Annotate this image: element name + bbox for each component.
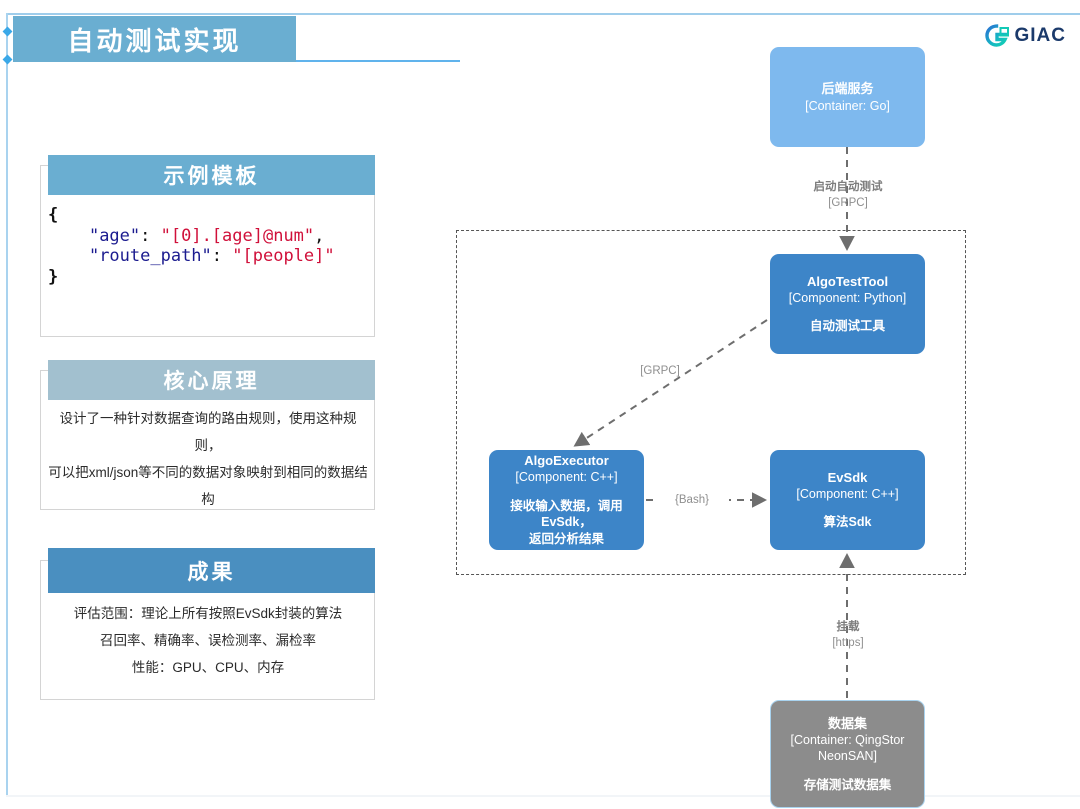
system-boundary [456, 230, 966, 575]
code-token: "age" [88, 225, 141, 246]
node-backend-service[interactable]: 后端服务 [Container: Go] [770, 47, 925, 147]
node-dataset[interactable]: 数据集 [Container: QingStor NeonSAN] 存储测试数据… [770, 700, 925, 808]
code-token: : [211, 246, 233, 267]
edge-label-tech: {Bash} [675, 494, 709, 506]
page-title: 自动测试实现 [67, 25, 242, 56]
top-rule [6, 13, 1080, 15]
edge-label-start-autotest: 启动自动测试 [GRPC] [788, 180, 908, 211]
page-title-bar: 自动测试实现 [13, 16, 296, 62]
edge-label-tech: [GRPC] [828, 196, 868, 209]
code-line: { [48, 205, 368, 226]
accent-diamond-top-icon [2, 26, 12, 37]
card-result-body: 评估范围：理论上所有按照EvSdk封装的算法召回率、精确率、误检测率、漏检率性能… [48, 600, 368, 681]
card-body-line: 性能：GPU、CPU、内存 [131, 660, 285, 675]
bottom-rule [6, 795, 1080, 797]
node-name: 数据集 [827, 715, 867, 731]
giac-logo-icon [984, 24, 1009, 47]
code-token: "[0].[age]@num" [160, 225, 315, 246]
code-token: { [48, 205, 59, 225]
edge-label-mount: 挂载 [https] [808, 620, 888, 651]
node-desc-line2: 返回分析结果 [528, 532, 604, 547]
node-name: AlgoExecutor [524, 452, 609, 468]
accent-diamond-bottom-icon [2, 54, 12, 65]
card-body-line: 设计了一种针对数据查询的路由规则，使用这种规则， [59, 411, 357, 453]
code-token [48, 226, 89, 246]
node-tech: [Component: C++] [796, 487, 899, 502]
architecture-diagram: 后端服务 [Container: Go] AlgoTestTool [Compo… [430, 20, 1080, 809]
left-rule [6, 13, 8, 797]
edge-label-text: 启动自动测试 [813, 181, 883, 193]
card-template-header: 示例模板 [48, 155, 375, 195]
brand-logo: GIAC [984, 24, 1067, 48]
node-tech: [Component: Python] [788, 291, 907, 306]
edge-label-tech: [GRPC] [640, 365, 680, 377]
code-line: "route_path": "[people]" [48, 246, 368, 267]
card-body-line: 可以把xml/json等不同的数据对象映射到相同的数据结 [48, 465, 368, 480]
edge-label-text: 挂载 [836, 621, 860, 633]
node-name: 后端服务 [821, 81, 874, 97]
code-line: } [48, 267, 368, 288]
code-sample-json: { "age": "[0].[age]@num", "route_path": … [48, 205, 368, 288]
card-principle-header: 核心原理 [48, 360, 375, 400]
node-tech: [Component: C++] [515, 470, 618, 485]
node-desc-line1: 接收输入数据，调用EvSdk， [510, 498, 623, 530]
code-line: "age": "[0].[age]@num", [48, 226, 368, 247]
code-token: , [314, 225, 325, 246]
node-name: AlgoTestTool [806, 273, 889, 289]
code-token: "[people]" [232, 246, 335, 267]
node-desc: 算法Sdk [823, 515, 872, 530]
node-algotesttool[interactable]: AlgoTestTool [Component: Python] 自动测试工具 [770, 254, 925, 354]
node-desc: 存储测试数据集 [803, 777, 892, 792]
node-desc: 接收输入数据，调用EvSdk， 返回分析结果 [495, 498, 638, 549]
brand-name: GIAC [1014, 25, 1066, 46]
code-token: } [48, 267, 59, 288]
node-desc: 自动测试工具 [809, 319, 885, 334]
card-principle-body: 设计了一种针对数据查询的路由规则，使用这种规则， 可以把xml/json等不同的数… [48, 405, 368, 513]
code-token: "route_path" [88, 246, 212, 267]
node-tech: [Container: Go] [805, 98, 890, 113]
card-body-line: 召回率、精确率、误检测率、漏检率 [100, 633, 316, 648]
node-tech2: NeonSAN] [817, 749, 878, 764]
edge-label-bash: {Bash} [655, 492, 729, 510]
card-body-line: 评估范围：理论上所有按照EvSdk封装的算法 [73, 606, 343, 621]
card-result-header: 成果 [48, 548, 375, 593]
node-algoexecutor[interactable]: AlgoExecutor [Component: C++] 接收输入数据，调用E… [489, 450, 644, 550]
title-underline [296, 60, 460, 62]
card-body-line: 构 [201, 492, 215, 507]
edge-label-grpc: [GRPC] [620, 364, 700, 380]
node-tech: [Container: QingStor [790, 733, 905, 748]
node-evsdk[interactable]: EvSdk [Component: C++] 算法Sdk [770, 450, 925, 550]
code-token [48, 246, 89, 266]
edge-label-tech: [https] [832, 636, 864, 649]
node-name: EvSdk [827, 469, 868, 485]
code-token: : [140, 225, 161, 246]
